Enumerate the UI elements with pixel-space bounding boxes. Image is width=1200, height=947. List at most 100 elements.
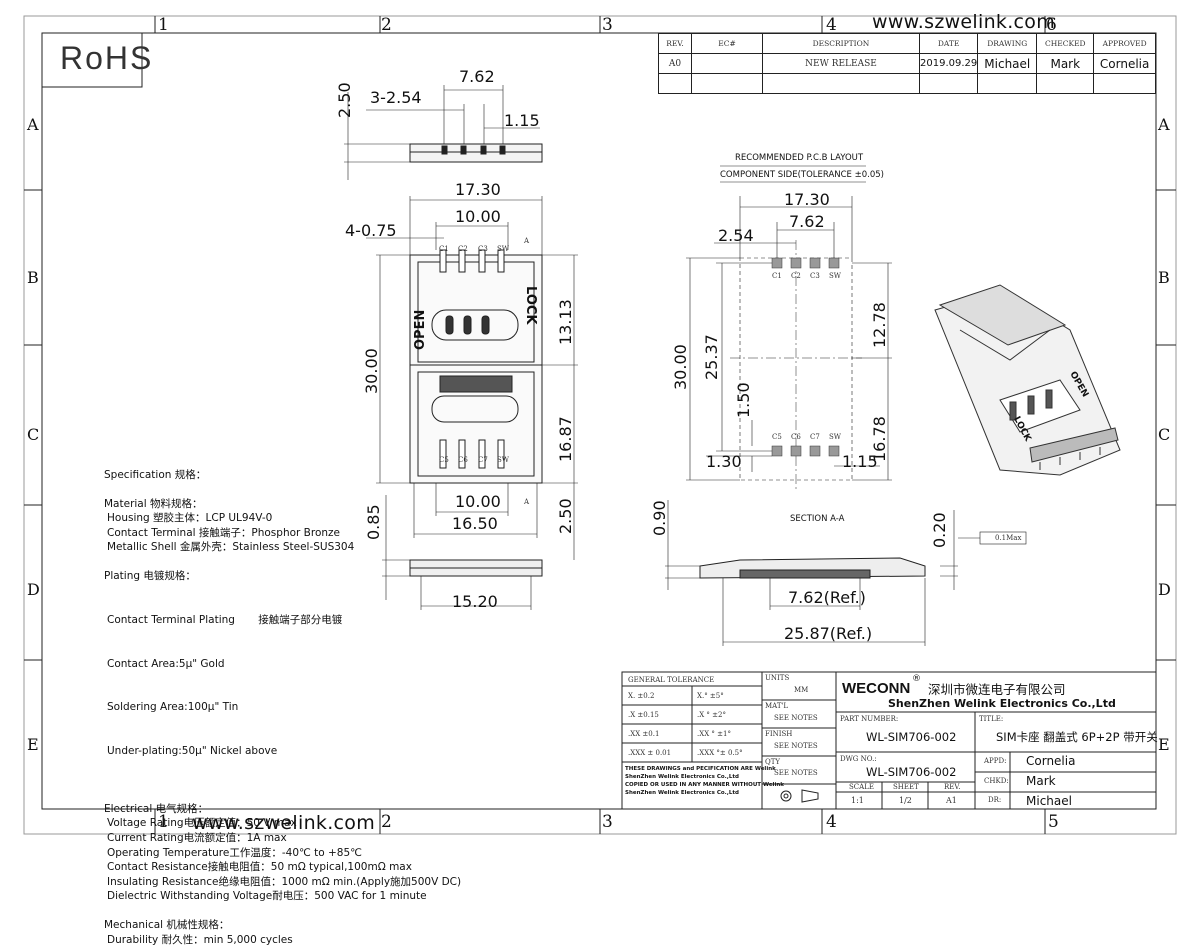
dim-label: 0.20 [930,512,949,548]
chkd-label: CHKD: [984,777,1009,785]
registered-mark: ® [912,674,921,684]
spec-title: Specification 规格： [104,469,207,481]
grid-letter: C [1158,425,1171,444]
rev-header: DESCRIPTION [762,33,920,54]
drawing-linework [23,15,1177,835]
rev-cell: A0 [658,53,692,74]
tolerance-cell: .XXX ± 0.01 [628,749,672,757]
tolerance-cell: .XXX °± 0.5° [697,749,743,757]
notice-line: ShenZhen Welink Electronics Co.,Ltd [625,774,739,780]
revision-table: REV. EC# DESCRIPTION DATE DRAWING CHECKE… [658,33,1156,94]
lock-label: LOCK [523,286,538,325]
dim-label: 7.62(Ref.) [788,588,866,607]
dim-label: 16.87 [556,416,575,462]
grid-number: 3 [602,812,613,832]
dim-label: 4-0.75 [345,221,397,240]
rev-label: REV. [944,783,961,791]
dim-label: 10.00 [455,492,501,511]
dim-label: 0.85 [364,504,383,540]
grid-number: 1 [158,812,169,832]
dim-label: 7.62 [459,67,495,86]
spec-line: Contact Terminal Plating 接触端子部分电镀 [107,613,343,626]
contact-label: SW [497,245,509,253]
tolerance-title: GENERAL TOLERANCE [628,676,715,684]
spec-section-title: Material 物料规格： [104,497,203,510]
sheet-value: 1/2 [899,796,912,805]
scale-label: SCALE [849,783,874,791]
pad-label: C1 [772,272,782,280]
grid-number: 4 [826,15,837,35]
sheet-label: SHEET [893,783,919,791]
pad-label: C3 [810,272,820,280]
grid-letter: C [27,425,40,444]
contact-label: A [524,237,530,245]
dim-label: 7.62 [789,212,825,231]
tolerance-cell: .XX ±0.1 [628,730,660,738]
spec-line: Contact Resistance接触电阻值：50 mΩ typical,10… [107,861,412,874]
grid-number: 3 [602,15,613,35]
qty-label: QTY [765,758,781,766]
company-cn: 深圳市微连电子有限公司 [928,682,1066,697]
appd-value: Cornelia [1026,754,1076,768]
dr-value: Michael [1026,794,1072,808]
rohs-box [41,32,143,88]
isometric-view [934,284,1121,476]
qty-value: SEE NOTES [774,769,818,777]
spec-line: Contact Terminal 接触端子：Phosphor Bronze [107,526,341,539]
spec-line: Operating Temperature工作温度：-40℃ to +85℃ [107,846,362,859]
tolerance-cell: .X ° ±2° [697,711,726,719]
matl-value: SEE NOTES [774,714,818,722]
website-top: www.szwelink.com [872,11,1056,33]
spec-line: Insulating Resistance绝缘电阻值：1000 mΩ min.(… [107,875,462,888]
pad-label: C5 [772,433,782,441]
grid-number: 1 [158,15,169,35]
dr-label: DR: [988,796,1002,804]
notice-line: ShenZhen Welink Electronics Co.,Ltd [625,790,739,796]
tolerance-cell: .X ±0.15 [628,711,659,719]
finish-value: SEE NOTES [774,742,818,750]
spec-line: Metallic Shell 金属外壳：Stainless Steel-SUS3… [107,541,355,554]
dim-label: 2.54 [718,226,754,245]
grid-number: 4 [826,812,837,832]
rev-header: EC# [691,33,763,54]
dim-label: 1.15 [504,111,540,130]
finish-label: FINISH [765,730,793,738]
dim-label: 13.13 [556,299,575,345]
drawing-title: SIM卡座 翻盖式 6P+2P 带开关 [996,730,1158,744]
title-label: TITLE: [979,715,1004,723]
pad-label: C6 [791,433,801,441]
grid-number: 2 [381,15,392,35]
grid-letter: E [27,735,39,754]
part-number: WL-SIM706-002 [866,730,957,744]
contact-label: C2 [458,245,468,253]
rev-header: DRAWING [977,33,1038,54]
pad-label: SW [829,272,841,280]
contact-label: C3 [478,245,488,253]
chkd-value: Mark [1026,774,1056,788]
spec-line: Soldering Area:100μ" Tin [107,701,239,714]
pad-label: SW [829,433,841,441]
contact-label: A [524,498,530,506]
grid-letter: D [1158,580,1171,599]
dwg-number: WL-SIM706-002 [866,765,957,779]
dwg-label: DWG NO.: [840,755,877,763]
spec-section-title: Electrical 电气规格： [104,802,209,815]
grid-letter: E [1158,735,1170,754]
contact-label: C6 [458,456,468,464]
dim-label: 25.87(Ref.) [784,624,873,643]
dim-label: 1.30 [706,452,742,471]
dim-label: 1.15 [842,452,878,471]
contact-label: C7 [478,456,488,464]
front-view-outline [409,254,543,484]
section-title: SECTION A-A [790,514,845,524]
spec-line: Dielectric Withstanding Voltage耐电压：500 V… [107,890,427,903]
dim-label: 25.37 [702,334,721,380]
spec-line: Voltage Rating电压额定值：50 V max [107,817,297,830]
inner-frame [41,32,1157,810]
notice-line: THESE DRAWINGS and PECIFICATION ARE Weli… [625,766,776,772]
rev-cell: NEW RELEASE [762,53,920,74]
rohs-mark: RoHS [60,40,154,76]
contact-label: SW [497,456,509,464]
dim-label: 3-2.54 [370,88,422,107]
specification-block: Specification 规格： Material 物料规格： Housing… [104,468,461,947]
